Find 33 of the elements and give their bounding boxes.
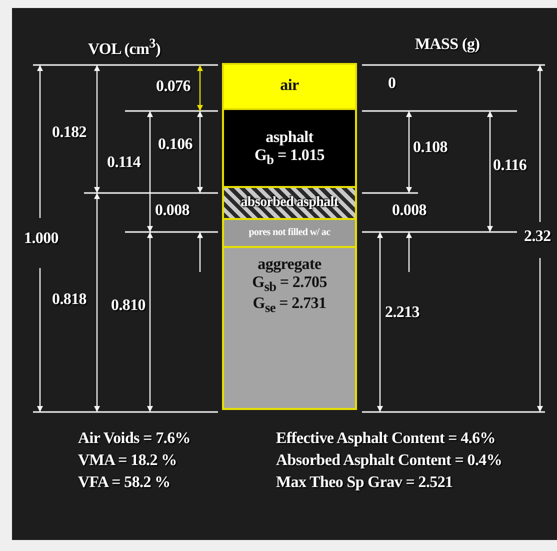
axis-heading: VOL (cm$^{3}$)	[88, 36, 161, 60]
dimension-value: 0.008	[392, 202, 427, 220]
dimension-value: 0.108	[413, 139, 448, 158]
layer-name: asphalt	[266, 128, 314, 147]
dimension-value: 0.818	[52, 291, 87, 310]
dimension-value: 0.114	[107, 154, 141, 172]
result-text: VFA = 58.2 %	[78, 474, 170, 492]
specific-gravity-text: G$_{b}$ = 1.015	[254, 146, 324, 168]
dimension-value: 2.213	[385, 304, 420, 322]
dimension-value: 0.106	[158, 136, 193, 154]
dimension-value: 0.810	[111, 297, 146, 316]
dimension-value: 1.000	[24, 230, 59, 248]
result-text: Air Voids = 7.6%	[78, 430, 190, 448]
result-text: VMA = 18.2 %	[78, 452, 177, 470]
dimension-value: 0.076	[156, 78, 191, 96]
layer-name: pores not filled w/ ac	[248, 227, 330, 239]
dimension-value: 0	[388, 75, 396, 94]
layer-name: aggregate	[258, 256, 322, 274]
specific-gravity-text: G$_{sb}$ = 2.705	[252, 274, 327, 295]
specific-gravity-text: G$_{se}$ = 2.731	[252, 294, 326, 316]
dimension-value: 0.116	[493, 157, 527, 176]
pores-layer	[222, 218, 357, 248]
dimension-value: 0.182	[52, 124, 87, 142]
axis-heading: MASS (g)	[415, 36, 480, 54]
asphalt-layer	[222, 108, 357, 188]
dimension-value: 2.32	[524, 228, 551, 246]
result-text: Max Theo Sp Grav = 2.521	[276, 474, 453, 492]
layer-name: air	[280, 77, 299, 96]
aggregate-layer	[222, 246, 357, 410]
dimension-value: 0.008	[155, 202, 190, 220]
air-layer	[222, 63, 357, 110]
result-text: Absorbed Asphalt Content = 0.4%	[276, 452, 502, 470]
result-text: Effective Asphalt Content = 4.6%	[276, 430, 496, 448]
